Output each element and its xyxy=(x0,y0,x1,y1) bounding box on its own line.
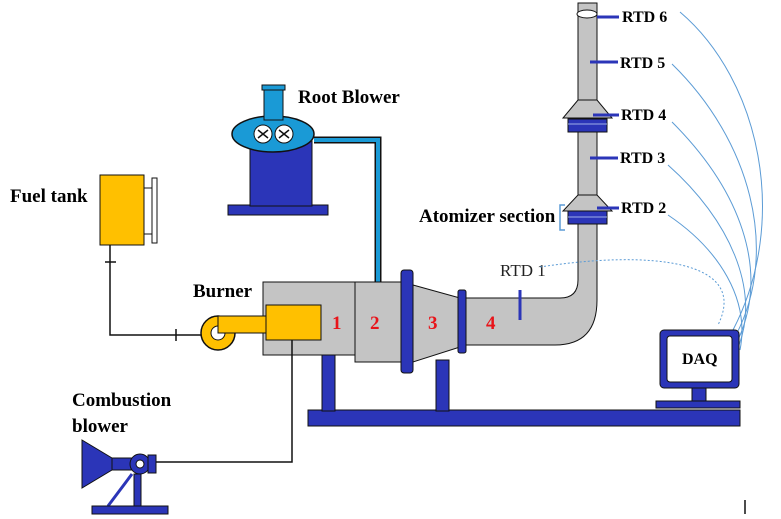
section-label-3: 3 xyxy=(428,313,438,334)
rtd4-label: RTD 4 xyxy=(621,107,666,124)
atomizer-section-label: Atomizer section xyxy=(419,206,556,227)
combustion-blower xyxy=(81,340,293,515)
section-label-4: 4 xyxy=(486,313,496,334)
base-frame xyxy=(307,344,741,427)
rtd6-label: RTD 6 xyxy=(622,9,667,26)
combustion-chamber xyxy=(354,2,614,374)
rtd5-label: RTD 5 xyxy=(620,55,665,72)
rtd3-label: RTD 3 xyxy=(620,150,665,167)
section-label-1: 1 xyxy=(332,313,342,334)
rtd1-label: RTD 1 xyxy=(500,261,546,280)
root-blower xyxy=(227,84,382,285)
rtd-markers xyxy=(518,15,619,320)
rtd2-label: RTD 2 xyxy=(621,200,666,217)
fuel-tank-label: Fuel tank xyxy=(10,186,88,207)
atomizer-bracket xyxy=(559,204,565,231)
signal-wires xyxy=(539,11,763,351)
section-label-2: 2 xyxy=(370,313,380,334)
combustion-blower-label-line2: blower xyxy=(72,416,129,437)
daq-unit xyxy=(655,329,741,409)
burner-label: Burner xyxy=(193,281,253,302)
combustion-blower-label-line1: Combustion xyxy=(72,390,172,411)
daq-label: DAQ xyxy=(682,351,718,368)
root-blower-label: Root Blower xyxy=(298,87,400,108)
burner xyxy=(200,281,356,356)
fuel-tank xyxy=(99,174,205,341)
